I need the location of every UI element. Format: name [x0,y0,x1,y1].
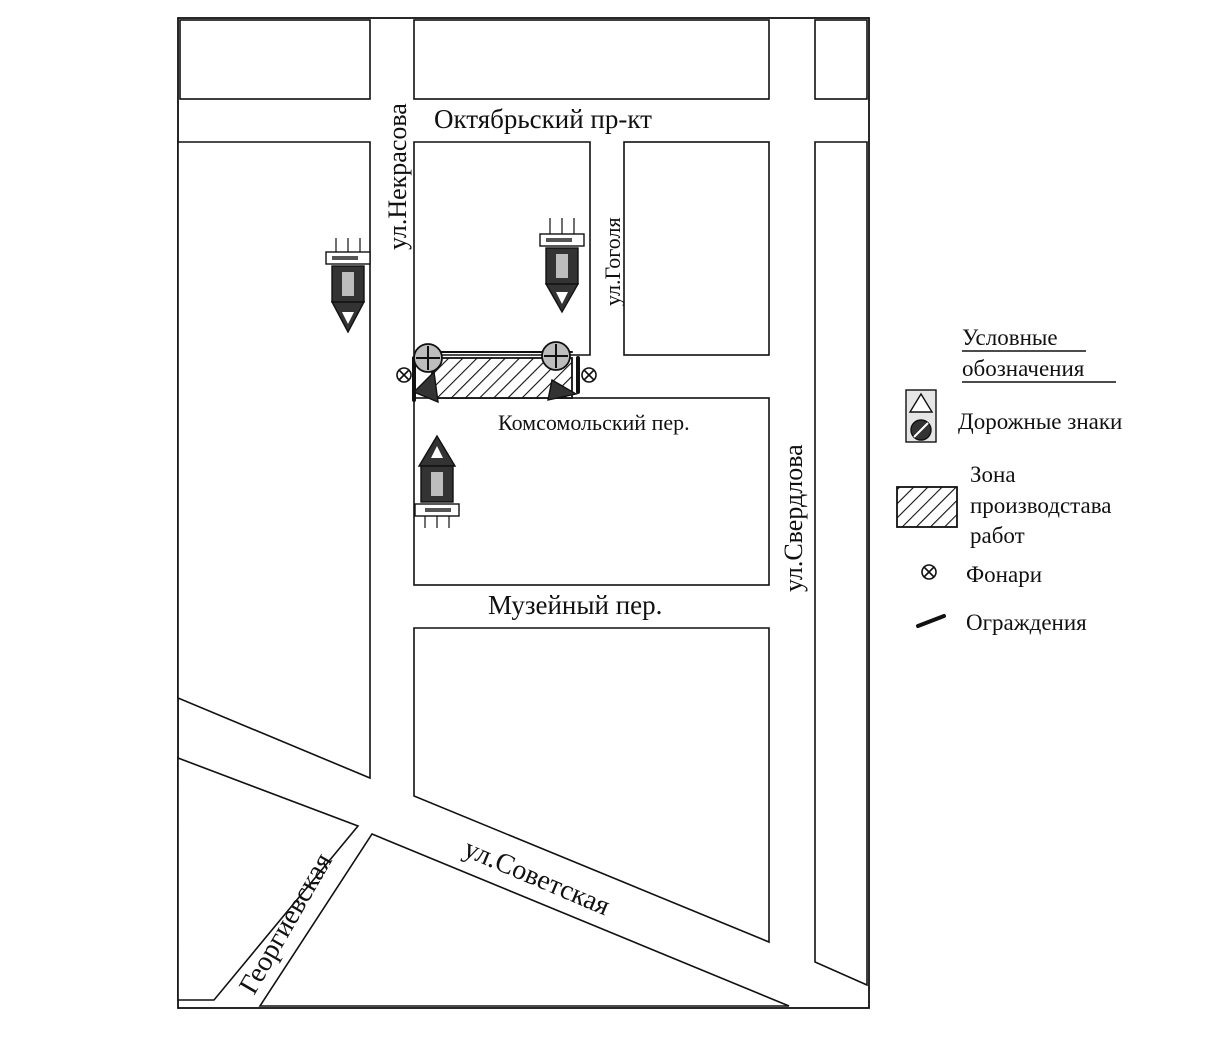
legend-lanterns: Фонари [966,562,1042,587]
road-sign-post-nekrasova [325,238,371,334]
block-gogolya-right [623,141,770,356]
block-bottom-left [177,756,360,1001]
lantern-legend-icon [921,564,937,580]
legend-title-line2: обозначения [962,356,1085,381]
legend-fences: Ограждения [966,610,1087,635]
street-nekrasova: ул.Некрасова [383,103,412,250]
street-komsomolsky: Комсомольский пер. [498,410,690,435]
block-museum [413,627,770,944]
road-sign-cluster-right [541,341,578,401]
lantern-icon [581,367,597,383]
fence-legend-icon [916,614,946,628]
legend-work-zone-line1: Зона [970,462,1016,487]
legend-work-zone-line2: производстава [970,493,1111,518]
legend: Условные обозначения Дорожные знаки Зона… [896,325,1122,635]
block-top-left [179,19,371,100]
road-sign-post-gogolya [539,218,585,314]
block-komsomolsky [413,397,770,586]
street-muzeyny: Музейный пер. [488,590,662,620]
street-sverdlova: ул.Свердлова [779,444,808,592]
block-gogolya-left [413,141,591,356]
sign-arrow-icon [412,370,439,404]
city-blocks [177,19,868,1007]
block-bottom-middle [258,833,790,1007]
block-right [814,141,868,987]
legend-road-signs: Дорожные знаки [958,409,1122,434]
road-sign-legend-icon [905,389,937,443]
sign-arrow-icon [547,378,578,401]
block-top-middle [413,19,770,100]
road-sign-post-komsomolsky [414,434,460,528]
block-left [177,141,371,780]
street-oktyabrsky: Октябрьский пр-кт [434,104,652,134]
block-top-right [814,19,868,100]
road-sign-cluster-left [412,343,443,404]
legend-work-zone-line3: работ [970,523,1025,548]
lantern-icon [396,367,412,383]
legend-title-line1: Условные [962,325,1058,350]
street-gogolya: ул.Гоголя [600,217,625,306]
work-zone-legend-icon [896,486,958,528]
